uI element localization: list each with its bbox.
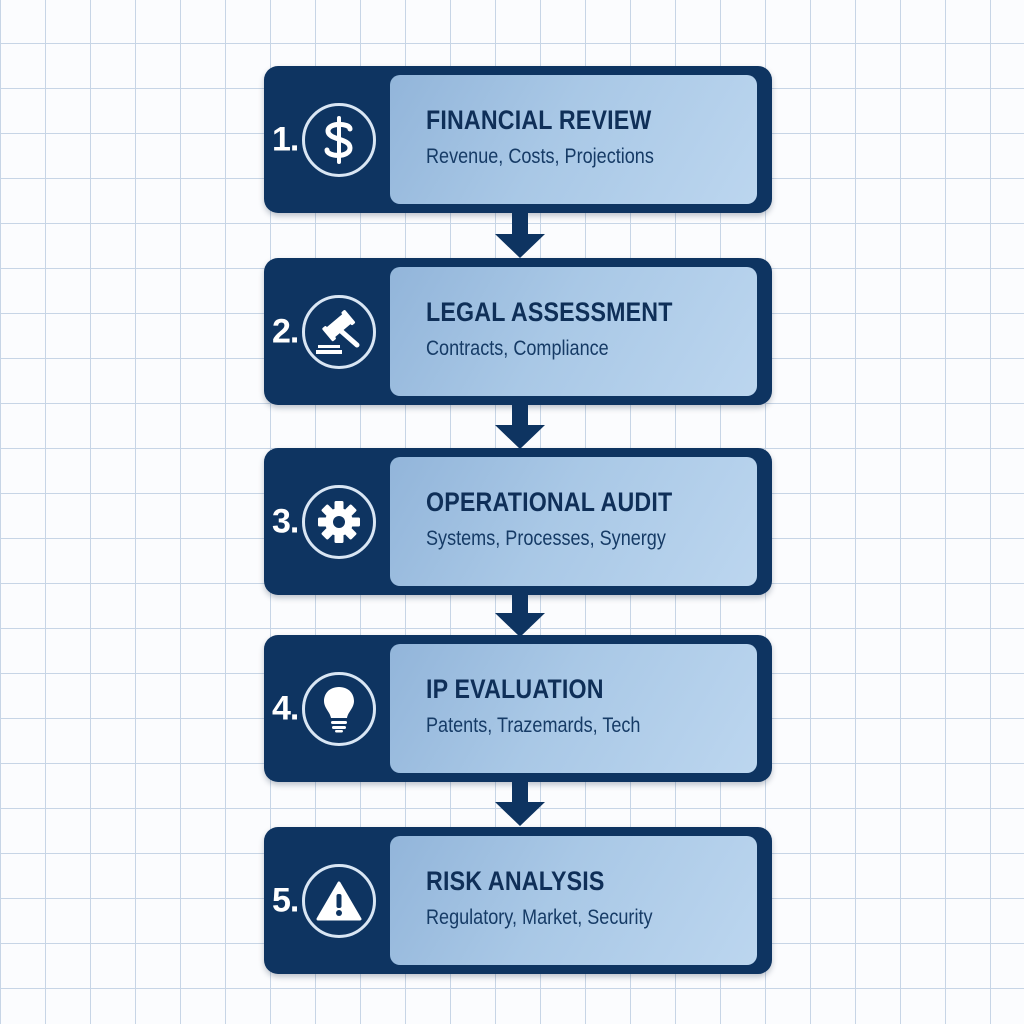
down-arrow-icon <box>495 591 545 637</box>
step-number: 4. <box>272 689 299 727</box>
step-title: RISK ANALYSIS <box>426 866 605 896</box>
step-subtitle: Regulatory, Market, Security <box>426 906 653 929</box>
step-number: 5. <box>272 881 299 919</box>
step-subtitle: Contracts, Compliance <box>426 337 609 360</box>
step-panel: FINANCIAL REVIEW Revenue, Costs, Project… <box>390 75 757 204</box>
step-panel: LEGAL ASSESSMENT Contracts, Compliance <box>390 267 757 396</box>
step-number: 3. <box>272 502 299 540</box>
step-subtitle: Patents, Trazemards, Tech <box>426 714 641 737</box>
step-subtitle: Revenue, Costs, Projections <box>426 145 654 168</box>
step-panel: OPERATIONAL AUDIT Systems, Processes, Sy… <box>390 457 757 586</box>
process-flow: 1. FINANCIAL REVIEW Revenue, Costs, Proj… <box>264 0 772 1024</box>
gear-icon <box>302 484 376 559</box>
gavel-icon <box>302 294 376 369</box>
step-panel: IP EVALUATION Patents, Trazemards, Tech <box>390 644 757 773</box>
step-subtitle: Systems, Processes, Synergy <box>426 527 666 550</box>
step-legal-assessment: 2. LEGAL ASSESSMENT Contracts, Complianc… <box>264 258 772 405</box>
down-arrow-icon <box>495 780 545 826</box>
warning-icon <box>302 863 376 938</box>
step-number: 2. <box>272 312 299 350</box>
down-arrow-icon <box>495 403 545 449</box>
step-financial-review: 1. FINANCIAL REVIEW Revenue, Costs, Proj… <box>264 66 772 213</box>
down-arrow-icon <box>495 212 545 258</box>
step-title: IP EVALUATION <box>426 674 604 704</box>
dollar-icon <box>302 102 376 177</box>
step-number: 1. <box>272 120 299 158</box>
step-operational-audit: 3. OPERATIONAL AUDIT Systems, Pro <box>264 448 772 595</box>
step-title: LEGAL ASSESSMENT <box>426 297 673 327</box>
step-title: OPERATIONAL AUDIT <box>426 487 673 517</box>
step-risk-analysis: 5. RISK ANALYSIS Regulatory, Market, Sec… <box>264 827 772 974</box>
step-title: FINANCIAL REVIEW <box>426 105 652 135</box>
lightbulb-icon <box>302 671 376 746</box>
step-panel: RISK ANALYSIS Regulatory, Market, Securi… <box>390 836 757 965</box>
step-ip-evaluation: 4. IP EVALUATION Patents, Trazemards, Te… <box>264 635 772 782</box>
